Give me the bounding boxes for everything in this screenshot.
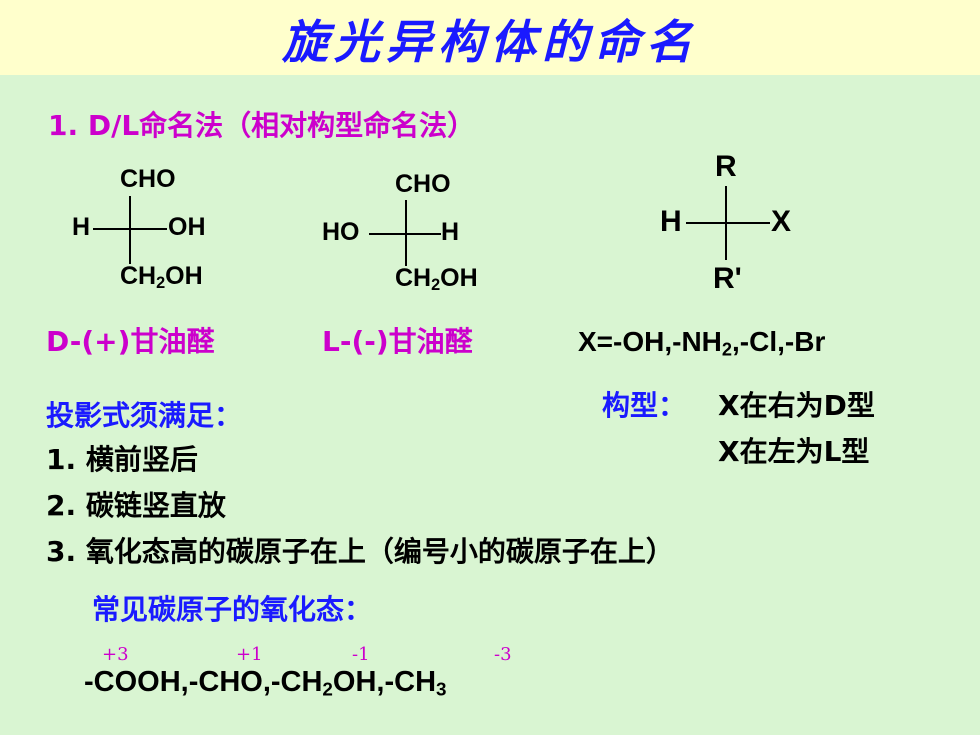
oxidation-state-ch2oh: -1	[352, 644, 370, 665]
fischer1-caption: D-(+)甘油醛	[46, 325, 215, 358]
oxidation-state-cooh: +3	[102, 644, 129, 665]
fischer2-caption: L-(-)甘油醛	[322, 325, 473, 358]
rule-item-3: 3. 氧化态高的碳原子在上（编号小的碳原子在上）	[46, 535, 674, 568]
fischer1-left: H	[72, 213, 91, 241]
section-heading: 1. D/L命名法（相对构型命名法）	[48, 109, 476, 142]
title-bar: 旋光异构体的命名	[0, 0, 980, 75]
fischer1-right: OH	[168, 213, 206, 241]
fischer1-bottom: CH2OH	[120, 262, 203, 293]
oxidation-heading: 常见碳原子的氧化态：	[92, 593, 373, 626]
fischer2-left: HO	[322, 218, 360, 246]
fischer3-right: X	[771, 205, 792, 238]
fischer2-bottom: CH2OH	[395, 264, 478, 295]
rule-item-2: 2. 碳链竖直放	[46, 489, 226, 522]
config-label: 构型：	[602, 389, 687, 422]
fischer1-top: CHO	[120, 165, 176, 193]
config-rule-left-l: X在左为L型	[718, 435, 870, 468]
fischer2-right: H	[441, 218, 460, 246]
rule-item-1: 1. 横前竖后	[46, 443, 198, 476]
functional-groups-line: -COOH,-CHO,-CH2OH,-CH3	[84, 666, 447, 700]
fischer3-top: R	[715, 150, 737, 183]
fischer2-top: CHO	[395, 170, 451, 198]
fischer1-vertical-bond	[129, 196, 131, 264]
projection-heading: 投影式须满足：	[46, 399, 243, 432]
config-rule-right-d: X在右为D型	[718, 389, 875, 422]
x-definition: X=-OH,-NH2,-Cl,-Br	[578, 326, 826, 360]
fischer3-left: H	[660, 205, 682, 238]
oxidation-state-ch3: -3	[494, 644, 512, 665]
fischer1-horizontal-bond	[93, 228, 167, 230]
oxidation-state-cho: +1	[236, 644, 263, 665]
fischer2-horizontal-bond	[369, 233, 441, 235]
fischer3-bottom: R'	[713, 262, 742, 295]
slide-title: 旋光异构体的命名	[282, 15, 698, 69]
fischer3-horizontal-bond	[686, 222, 770, 224]
